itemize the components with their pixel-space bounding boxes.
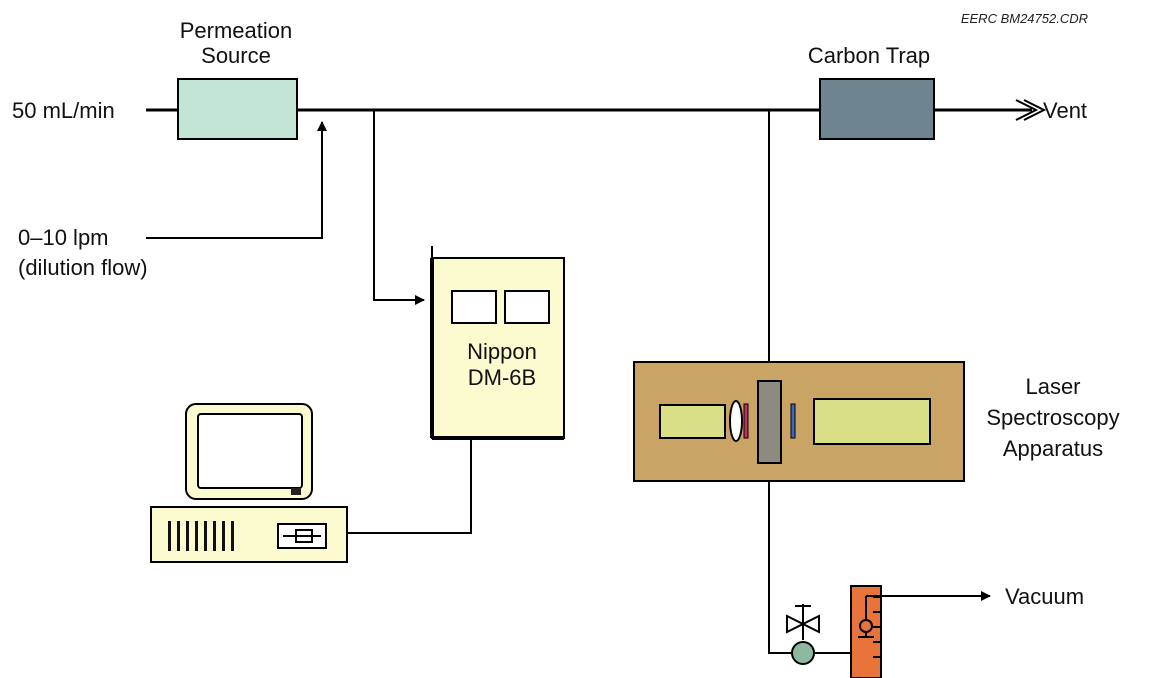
computer-case-icon [150,506,348,563]
laser-label-line1: Laser [1025,374,1080,399]
vacuum-line [768,481,792,654]
valve-icon [786,604,820,640]
vent-arrow-icon [1015,99,1047,121]
vent-slots [168,521,234,551]
dilution-flow-label-line2: (dilution flow) [18,255,148,280]
permeation-source-label-line2: Source [201,43,271,68]
nippon-analyzer: Nippon DM-6B [430,246,565,440]
laser-source [659,404,726,439]
figure-credit: EERC BM24752.CDR [961,11,1088,26]
permeation-source [177,78,298,140]
analyzer-computer-cable [346,438,472,534]
permeation-source-label-line1: Permeation [180,18,293,43]
dilution-flow-label-line1: 0–10 lpm [18,225,109,250]
vacuum-label: Vacuum [1005,584,1084,609]
analyzer-display-left [451,290,497,324]
computer [150,403,348,563]
window-icon [790,403,796,439]
carrier-flow-label: 50 mL/min [12,98,115,123]
carbon-trap [819,78,935,140]
vacuum-pump-icon [850,585,882,678]
analyzer-label-line2: DM-6B [468,365,536,390]
detector [813,398,931,445]
sample-cell [757,380,782,464]
laser-spectroscopy-apparatus [633,361,965,482]
analyzer-display-right [504,290,550,324]
laser-label-line3: Apparatus [1003,436,1103,461]
gauge-icon [791,641,815,665]
carbon-trap-label: Carbon Trap [808,43,930,68]
lens-icon [729,400,743,442]
drive-bay-icon [277,523,327,549]
filter-icon [743,403,749,439]
laser-label-line2: Spectroscopy [986,405,1119,430]
analyzer-sample-line [373,110,425,305]
dilution-flow-line [146,121,327,239]
vent-label: Vent [1043,98,1087,123]
analyzer-label-line1: Nippon [467,339,537,364]
monitor-icon [185,403,313,500]
